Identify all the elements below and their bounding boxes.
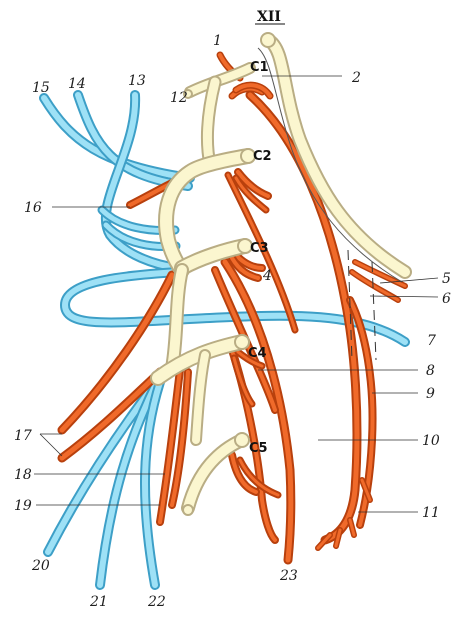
label-13: 13 xyxy=(128,73,146,89)
label-9: 9 xyxy=(426,386,435,402)
label-1: 1 xyxy=(213,33,222,49)
label-4: 4 xyxy=(262,268,272,284)
label-c2: C2 xyxy=(253,149,272,164)
label-17: 17 xyxy=(14,428,32,444)
label-5: 5 xyxy=(442,271,451,287)
label-22: 22 xyxy=(147,594,166,610)
label-10: 10 xyxy=(422,433,440,449)
label-23: 23 xyxy=(279,568,298,584)
label-xii: XII xyxy=(257,9,281,25)
label-16: 16 xyxy=(24,200,42,216)
label-c1: C1 xyxy=(250,60,269,75)
label-20: 20 xyxy=(31,558,50,574)
label-c4: C4 xyxy=(248,346,267,361)
label-14: 14 xyxy=(68,76,86,92)
label-7: 7 xyxy=(427,333,436,349)
label-2: 2 xyxy=(351,70,361,86)
label-15: 15 xyxy=(32,80,50,96)
label-8: 8 xyxy=(426,363,435,379)
label-19: 19 xyxy=(14,498,32,514)
label-21: 21 xyxy=(89,594,108,610)
label-c5: C5 xyxy=(249,441,268,456)
label-6: 6 xyxy=(442,291,451,307)
label-11: 11 xyxy=(422,505,440,521)
label-c3: C3 xyxy=(250,241,269,256)
label-12: 12 xyxy=(170,90,188,106)
label-18: 18 xyxy=(14,467,32,483)
